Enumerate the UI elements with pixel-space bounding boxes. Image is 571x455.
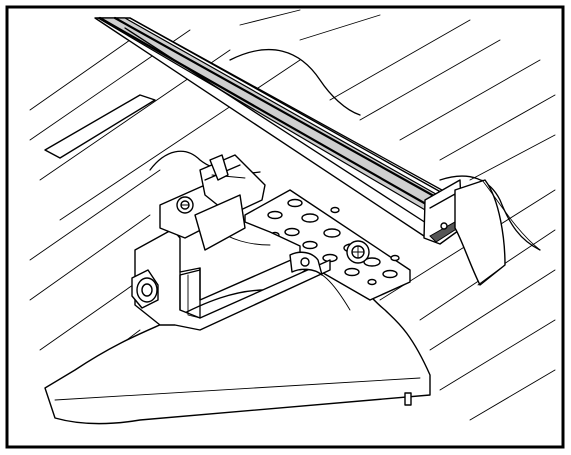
flat-tile-strip (44, 94, 156, 159)
top-clamp (159, 154, 266, 251)
side-bolt (131, 269, 159, 309)
rail-support-block (454, 179, 541, 286)
plate-bolt (346, 240, 370, 264)
